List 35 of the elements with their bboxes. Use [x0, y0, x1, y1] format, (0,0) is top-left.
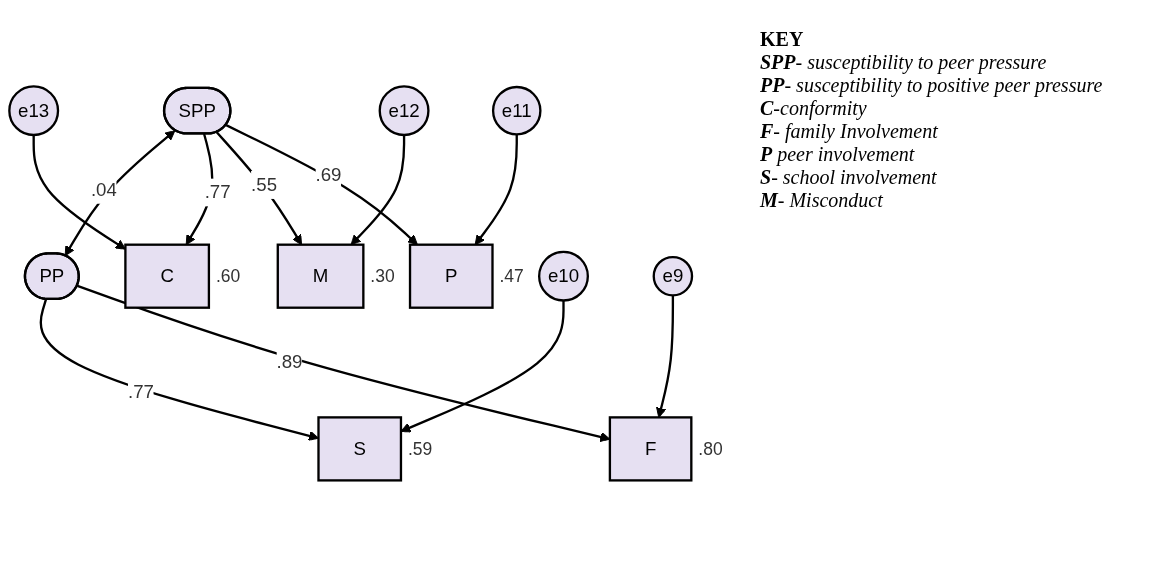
- beside-label: .59: [407, 438, 433, 459]
- key-entry: S- school involvement: [760, 166, 938, 189]
- node-box: C: [124, 243, 211, 309]
- edge-label: .77: [127, 381, 154, 402]
- key-entry: C-conformity: [760, 97, 868, 120]
- beside-label: .80: [698, 438, 723, 459]
- key-entry: PP- susceptibility to positive peer pressure: [760, 74, 1103, 97]
- edge-label: .89: [276, 352, 303, 372]
- arrow: [400, 300, 565, 433]
- node-circle: e12: [378, 85, 430, 137]
- node-circle: e9: [652, 256, 694, 297]
- node-box: P: [408, 243, 494, 309]
- arrow: [656, 295, 675, 418]
- arrow: [225, 124, 418, 246]
- key-entry: SPP- susceptibility to peer pressure: [760, 51, 1048, 74]
- edge-label: .55: [251, 174, 278, 195]
- key-entry: M- Misconduct: [760, 189, 884, 212]
- edge-label: .77: [204, 182, 231, 202]
- key-entry: P peer involvement: [760, 143, 916, 166]
- arrow: [32, 135, 126, 250]
- node-box: M: [276, 243, 365, 309]
- node-box: S: [317, 416, 403, 482]
- edge-label: .04: [90, 179, 117, 200]
- key-entry: F- family Involvement: [760, 120, 939, 143]
- beside-label: .60: [215, 266, 241, 287]
- arrow: [39, 299, 319, 441]
- node-circle: e11: [491, 86, 542, 136]
- key-heading: KEY: [760, 28, 805, 51]
- edge-label: .69: [315, 164, 342, 185]
- node-box: F: [608, 416, 693, 482]
- node-circle: e13: [8, 85, 60, 137]
- arrow: [64, 130, 176, 257]
- node-circle: e10: [538, 250, 589, 302]
- beside-label: .30: [370, 266, 395, 287]
- beside-label: .47: [499, 266, 524, 287]
